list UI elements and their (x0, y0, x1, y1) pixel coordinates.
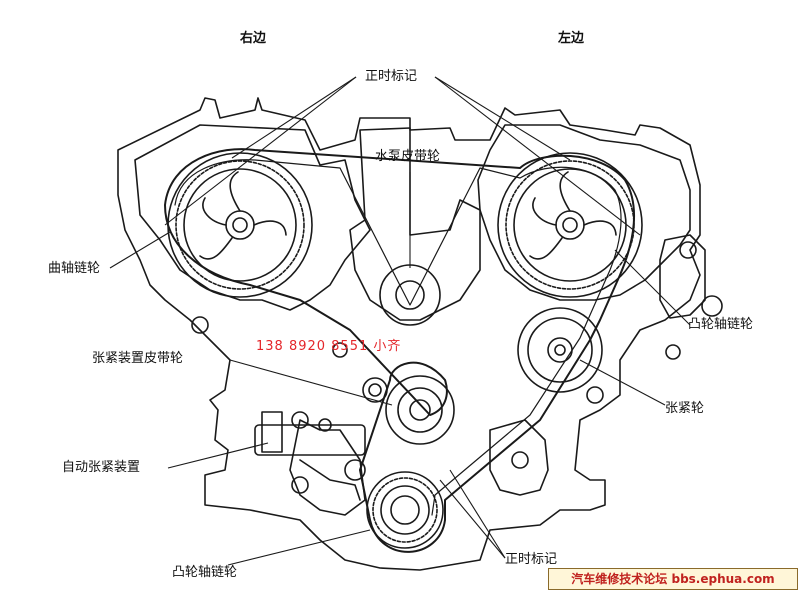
leader-timing-mark-right (164, 76, 357, 226)
right-bracket (659, 234, 706, 319)
side-bracket (489, 419, 549, 496)
leader-auto-tensioner (167, 442, 269, 469)
leader-timing-mark-bottom-2 (449, 469, 506, 559)
label-tensioner: 张紧轮 (665, 401, 705, 416)
leader-cam-sprocket-right (614, 249, 691, 326)
timing-belt (164, 148, 635, 553)
label-crank-sprocket: 曲轴链轮 (48, 261, 101, 276)
leader-tensioner (579, 359, 666, 406)
label-tensioner-pulley: 张紧装置皮带轮 (92, 351, 184, 366)
label-right-side: 右边 (240, 31, 267, 46)
auto-tensioner-drawing (254, 411, 366, 501)
leader-timing-mark-bottom (439, 479, 506, 559)
right-head-detail (134, 124, 371, 311)
watermark-phone: 138 8920 8551 小齐 (256, 339, 402, 354)
water-pump-housing (349, 127, 481, 321)
label-left-side: 左边 (558, 31, 585, 46)
leader-tensioner-pulley (229, 359, 393, 406)
label-cam-sprocket-right: 凸轮轴链轮 (688, 317, 754, 332)
left-head-detail (477, 124, 691, 301)
tensioner-pulley-drawing (517, 307, 603, 393)
lower-cover (289, 419, 366, 516)
leader-cam-sprocket-bottom (227, 529, 371, 566)
cam-sprocket-left-side (497, 152, 643, 298)
crank-sprocket-drawing (366, 471, 444, 549)
timing-belt-inner (174, 159, 622, 516)
leader-crank-sprocket (109, 231, 171, 269)
water-pump-pulley (379, 264, 441, 326)
cam-sprocket-right-side (167, 152, 313, 298)
label-timing-mark-bottom: 正时标记 (505, 552, 558, 567)
label-auto-tensioner: 自动张紧装置 (62, 460, 141, 475)
belt-tensioner-pulley-drawing (362, 375, 455, 445)
leader-timing-mark-left (434, 76, 571, 161)
label-timing-mark-top: 正时标记 (365, 69, 418, 84)
watermark-forum-badge: 汽车维修技术论坛 bbs.ephua.com (548, 568, 798, 590)
label-water-pump-pulley: 水泵皮带轮 (375, 149, 441, 164)
label-cam-sprocket-bottom: 凸轮轴链轮 (172, 565, 238, 580)
engine-block-outline (117, 97, 701, 571)
leader-timing-mark-right-2 (231, 76, 357, 159)
leader-timing-mark-left-2 (434, 76, 641, 236)
